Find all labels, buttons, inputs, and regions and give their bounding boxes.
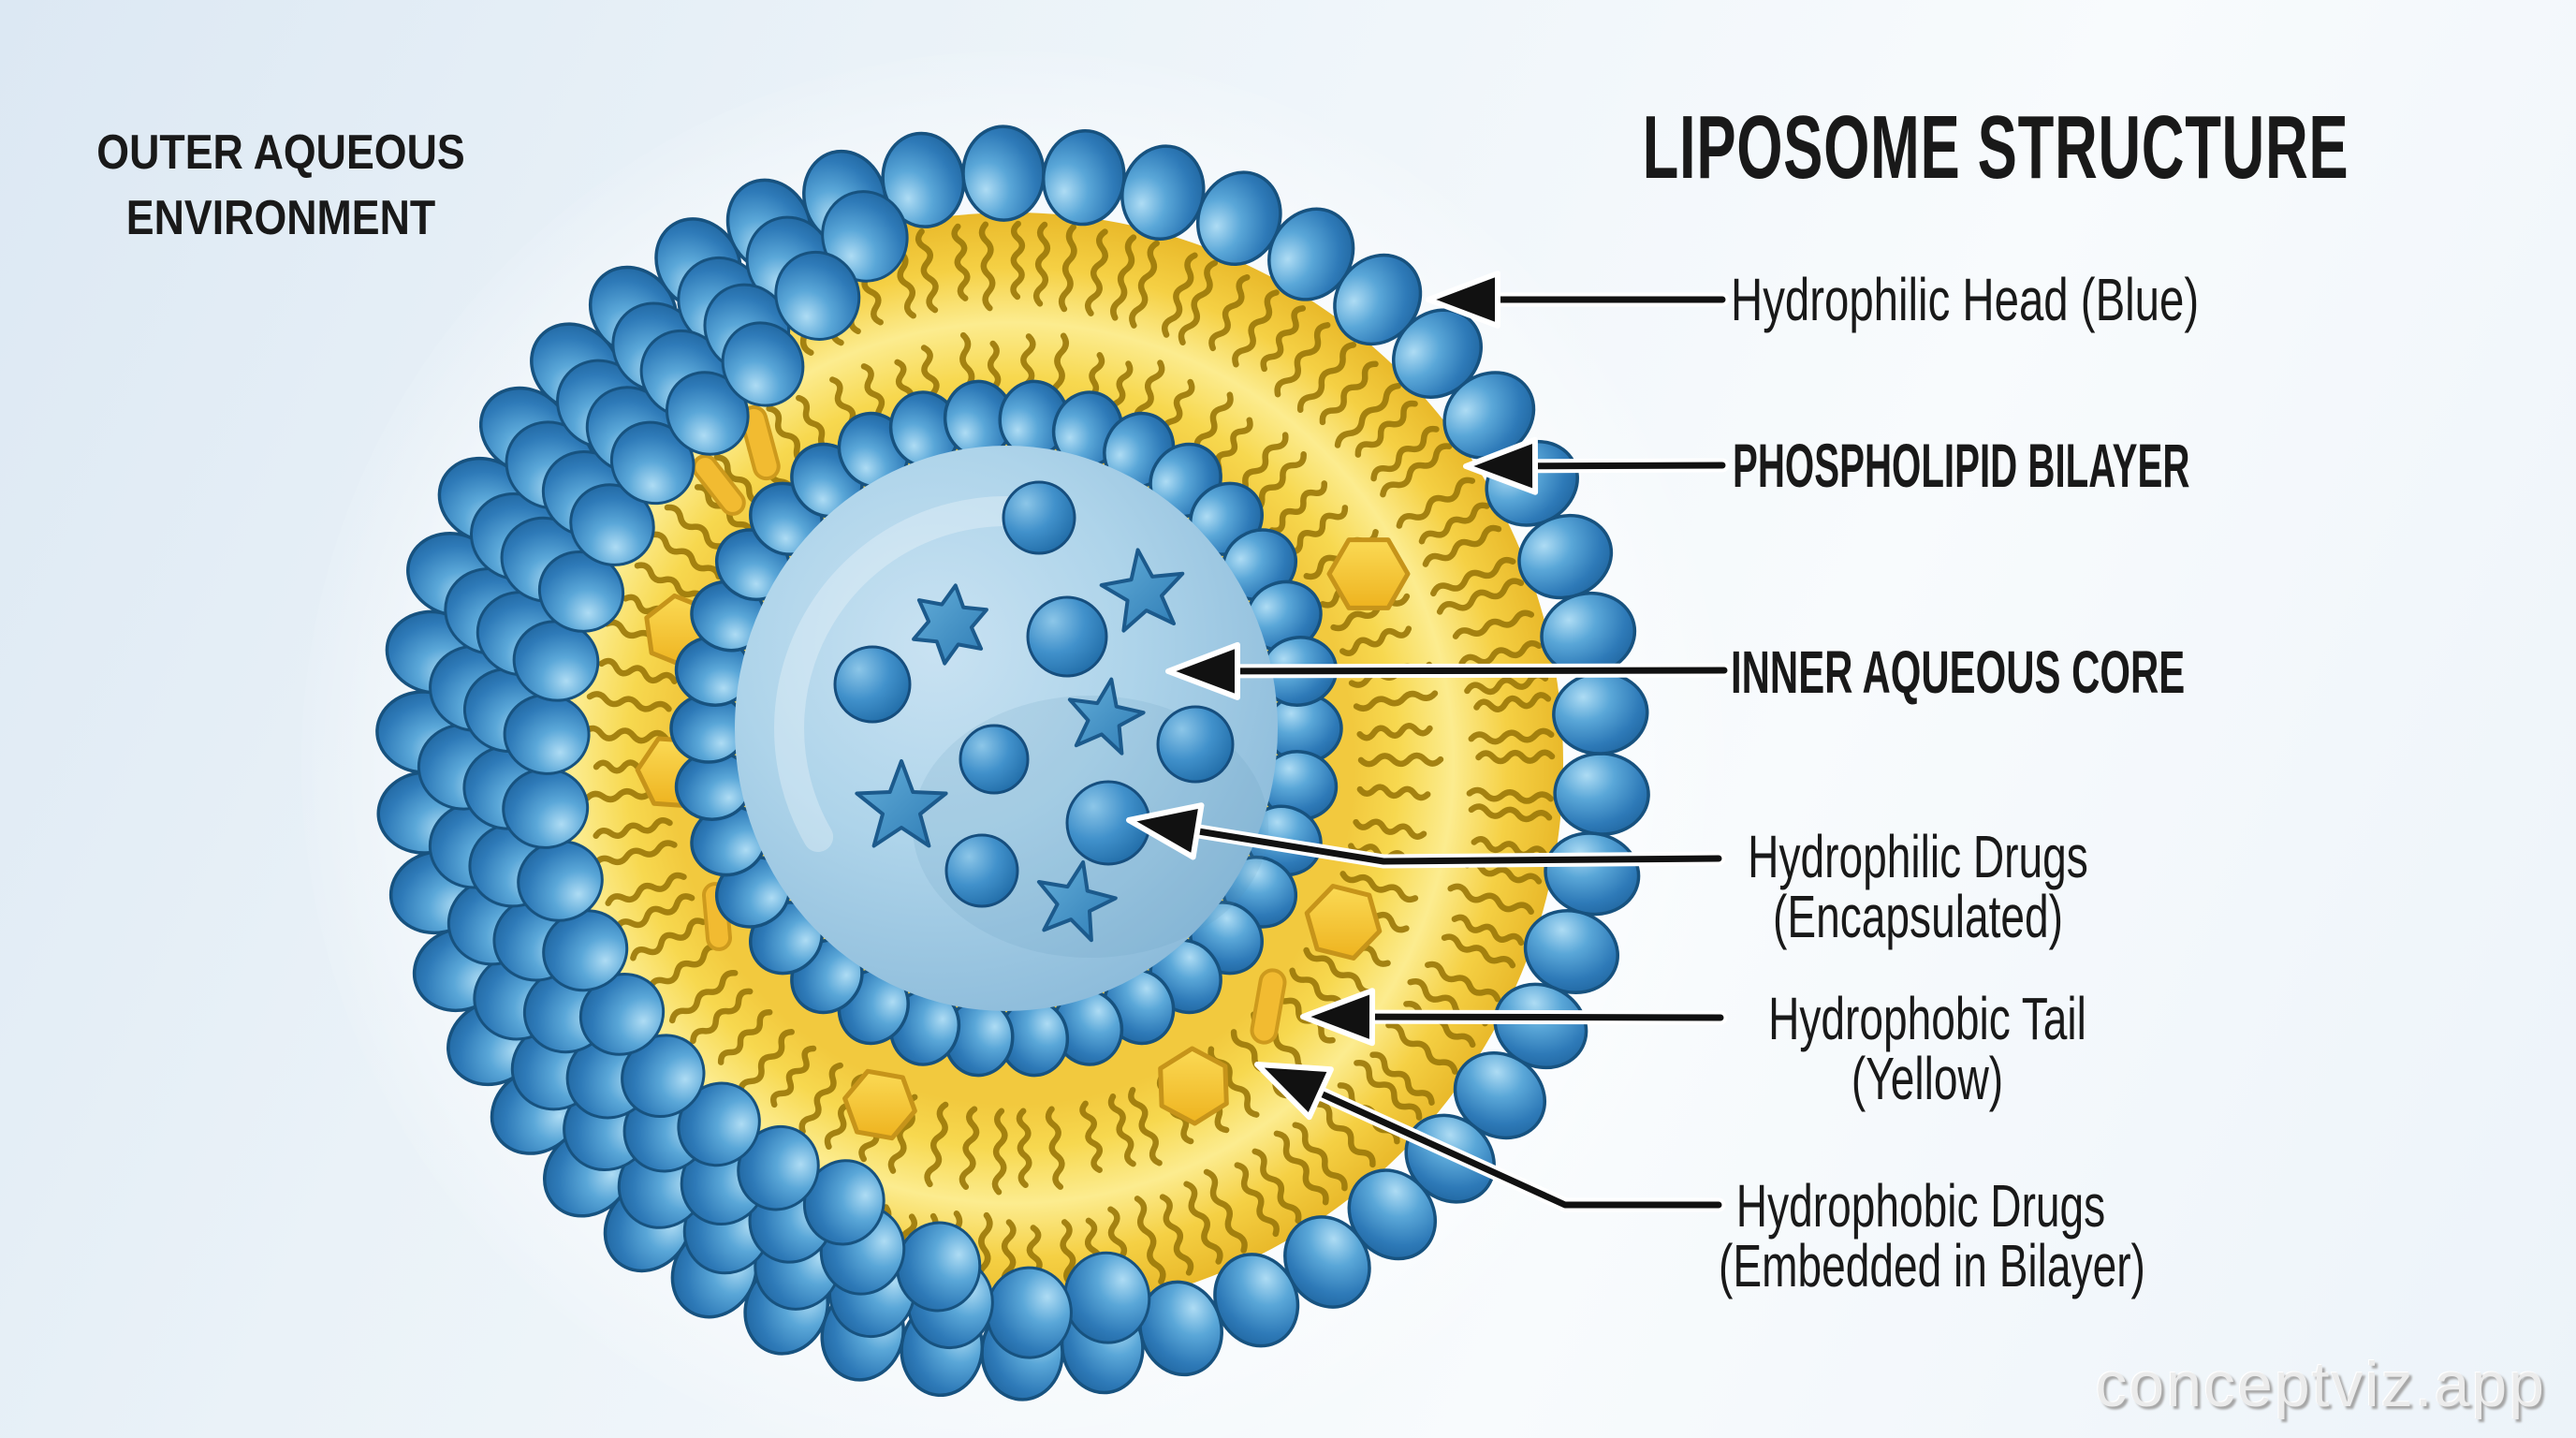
arrowhead-icon	[1463, 436, 1539, 495]
drug-sphere	[1002, 480, 1076, 555]
arrowhead-icon	[1165, 641, 1240, 700]
drug-sphere	[833, 645, 912, 724]
encapsulated-drugs	[833, 480, 1235, 943]
arrow-hydrophilic-head	[1426, 271, 1730, 329]
arrowhead-icon	[1300, 988, 1376, 1047]
callout-phospholipid-bilayer: PHOSPHOLIPID BILAYER	[1733, 431, 2190, 500]
arrowhead-icon	[1126, 802, 1205, 860]
watermark: conceptviz.app	[2095, 1349, 2546, 1420]
drug-star5	[1099, 548, 1185, 633]
drug-star5	[1036, 860, 1118, 943]
arrow-inner-aqueous-core	[1165, 641, 1732, 700]
outer-aqueous-line2: ENVIRONMENT	[125, 191, 436, 245]
hydrophobic-drugs-line1: Hydrophobic Drugs	[1735, 1172, 2106, 1240]
callout-arrows	[1126, 271, 1732, 1212]
arrow-hydrophilic-drugs	[1126, 802, 1726, 869]
callout-hydrophobic-tail: Hydrophobic Tail (Yellow)	[1725, 989, 2130, 1108]
drug-star6	[912, 583, 988, 666]
drug-sphere	[944, 833, 1019, 908]
arrow-hydrophobic-drugs	[1254, 1062, 1726, 1212]
arrow-hydrophobic-tail	[1300, 988, 1728, 1047]
hydrophilic-drugs-line2: (Encapsulated)	[1773, 883, 2063, 950]
outer-aqueous-environment-label: OUTER AQUEOUS ENVIRONMENT	[39, 120, 522, 251]
callout-hydrophobic-drugs: Hydrophobic Drugs (Embedded in Bilayer)	[1719, 1172, 2145, 1299]
callout-hydrophilic-drugs: Hydrophilic Drugs (Encapsulated)	[1716, 827, 2120, 946]
drug-sphere	[959, 724, 1030, 795]
hydrophobic-tail-line2: (Yellow)	[1851, 1045, 2004, 1112]
arrowhead-icon	[1254, 1062, 1334, 1121]
drug-sphere	[1026, 595, 1108, 678]
outer-aqueous-line1: OUTER AQUEOUS	[96, 125, 465, 180]
hydrophobic-drugs-line2: (Embedded in Bilayer)	[1719, 1232, 2145, 1299]
drug-sphere	[1156, 705, 1235, 784]
hydrophobic-drug-rods	[692, 404, 1287, 1045]
drug-star5	[855, 759, 948, 848]
inner-head-ring	[669, 379, 1343, 1078]
callout-hydrophilic-head: Hydrophilic Head (Blue)	[1731, 266, 2200, 333]
hydrophobic-tail-line1: Hydrophobic Tail	[1768, 985, 2086, 1052]
drug-star5	[1067, 677, 1146, 756]
page-title: LIPOSOME STRUCTURE	[1642, 97, 2349, 198]
callout-inner-aqueous-core: INNER AQUEOUS CORE	[1731, 638, 2186, 706]
hydrophilic-drugs-line1: Hydrophilic Drugs	[1748, 823, 2088, 890]
outer-surface-shell	[417, 190, 1151, 1359]
arrowhead-icon	[1426, 271, 1500, 329]
arrow-phospholipid-bilayer	[1463, 436, 1730, 495]
